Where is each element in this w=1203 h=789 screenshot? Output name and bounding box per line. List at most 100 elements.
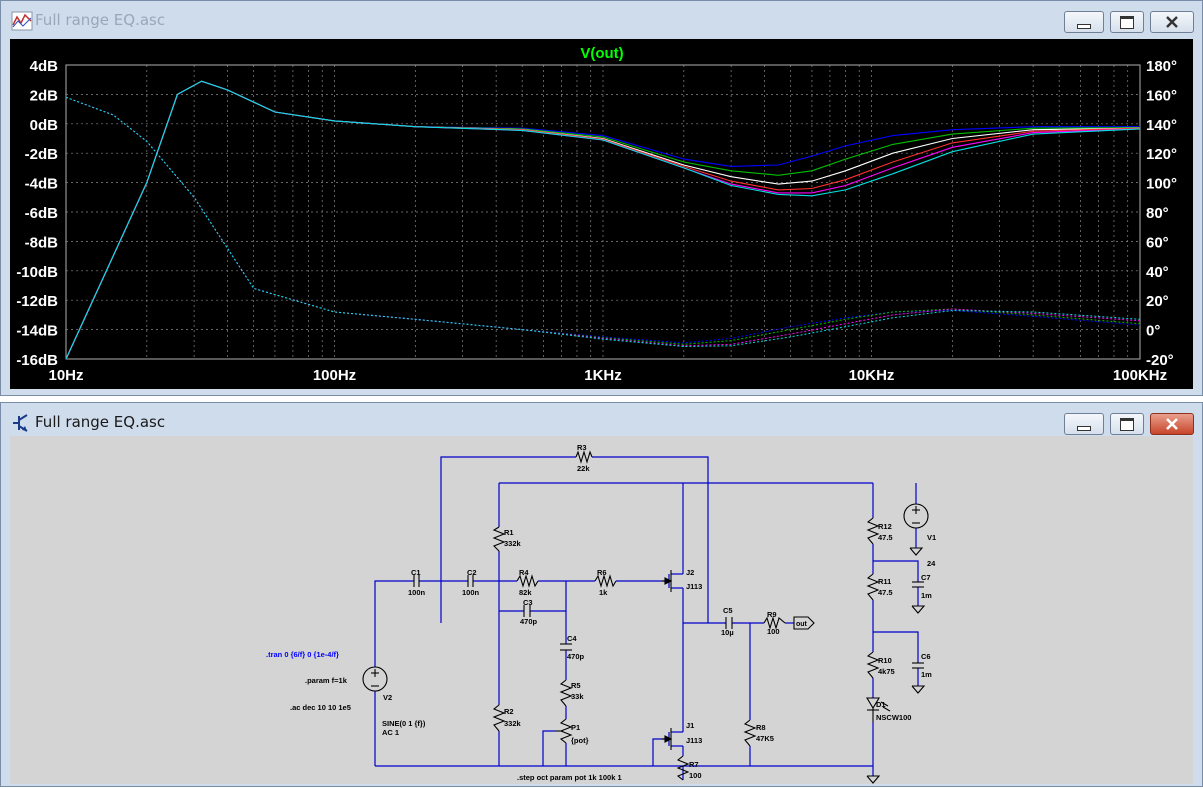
label-value: 47K5 bbox=[756, 734, 774, 743]
resistor-r2 bbox=[492, 704, 506, 732]
y-axis-left-tick-label: 0dB bbox=[30, 117, 59, 134]
label-value: J113 bbox=[686, 582, 702, 591]
label-ref: R4 bbox=[519, 568, 529, 577]
plot-frame bbox=[65, 64, 1141, 360]
label-value: 100n bbox=[408, 588, 426, 597]
label-ref: R2 bbox=[504, 707, 514, 716]
label-value: 470p bbox=[567, 652, 585, 661]
wires bbox=[374, 456, 919, 780]
schematic-window: Full range EQ.asc bbox=[0, 402, 1203, 787]
y-axis-left-tick-label: -14dB bbox=[16, 323, 58, 340]
label-ref: R7 bbox=[689, 760, 699, 769]
phase-series-line bbox=[65, 96, 1141, 348]
jfet-j1 bbox=[662, 728, 673, 750]
directive-step: .step oct param pot 1k 100k 1 bbox=[517, 773, 622, 782]
label-ref: V1 bbox=[927, 533, 936, 542]
capacitor-c6 bbox=[912, 662, 924, 669]
y-axis-right-tick-label: 140° bbox=[1146, 117, 1177, 134]
net-label-out: out bbox=[796, 621, 808, 628]
window-title: Full range EQ.asc bbox=[35, 413, 166, 431]
x-axis-tick-label: 10Hz bbox=[48, 367, 83, 384]
close-button[interactable] bbox=[1150, 413, 1194, 435]
transistor-icon bbox=[13, 414, 28, 432]
schematic-drawing[interactable]: R3 22k R1 332k R2 332k R4 82k R5 33k R6 … bbox=[10, 436, 1193, 784]
label-value: AC 1 bbox=[382, 728, 399, 737]
capacitor-c7 bbox=[912, 581, 924, 588]
y-axis-left-tick-label: 2dB bbox=[30, 87, 59, 104]
label-value: 100n bbox=[462, 588, 480, 597]
label-ref: R1 bbox=[504, 528, 514, 537]
label-ref: R6 bbox=[597, 568, 607, 577]
label-value: 22k bbox=[577, 464, 590, 473]
resistor-r4 bbox=[516, 574, 539, 588]
label-value: 10µ bbox=[721, 628, 734, 637]
x-axis-tick-label: 10KHz bbox=[849, 367, 895, 384]
trace-label[interactable]: V(out) bbox=[580, 45, 623, 62]
y-axis-right-tick-label: 160° bbox=[1146, 87, 1177, 104]
label-value: 1m bbox=[921, 591, 932, 600]
resistor-r7 bbox=[676, 755, 690, 781]
waveform-titlebar[interactable]: Full range EQ.asc bbox=[1, 1, 1202, 39]
minimize-button[interactable] bbox=[1064, 413, 1104, 435]
label-value: 470p bbox=[520, 617, 538, 626]
resistor-r10 bbox=[866, 651, 880, 679]
schematic-titlebar[interactable]: Full range EQ.asc bbox=[1, 403, 1202, 441]
net-label-out-flag bbox=[793, 616, 815, 630]
led-d1 bbox=[866, 697, 891, 722]
jfet-j2 bbox=[662, 570, 673, 592]
label-ref: R10 bbox=[878, 656, 892, 665]
maximize-button[interactable] bbox=[1110, 413, 1144, 435]
label-ref: C6 bbox=[921, 652, 931, 661]
label-value: J113 bbox=[686, 736, 702, 745]
capacitor-c4 bbox=[560, 643, 572, 651]
capacitor-c3 bbox=[523, 605, 531, 617]
close-icon bbox=[1166, 418, 1178, 430]
label-ref: R8 bbox=[756, 723, 766, 732]
y-axis-left-tick-label: -2dB bbox=[25, 146, 59, 163]
schematic-canvas[interactable]: R3 22k R1 332k R2 332k R4 82k R5 33k R6 … bbox=[10, 436, 1193, 784]
label-value: 33k bbox=[571, 692, 584, 701]
capacitor-c1 bbox=[413, 575, 420, 587]
ground-symbol bbox=[911, 685, 926, 694]
y-axis-right-tick-label: 0° bbox=[1146, 323, 1160, 340]
bode-plot[interactable]: 4dB2dB0dB-2dB-4dB-6dB-8dB-10dB-12dB-14dB… bbox=[10, 39, 1193, 389]
label-value: 100 bbox=[689, 771, 702, 780]
maximize-button[interactable] bbox=[1110, 11, 1144, 33]
label-ref: D1 bbox=[876, 700, 886, 709]
label-value: {pot} bbox=[571, 736, 589, 745]
magnitude-series-line bbox=[65, 80, 1141, 360]
minimize-icon bbox=[1077, 425, 1091, 431]
y-axis-right-tick-label: 60° bbox=[1146, 234, 1169, 251]
directive-ac: .ac dec 10 10 1e5 bbox=[290, 703, 351, 712]
label-value: SINE(0 1 {f}) bbox=[382, 719, 426, 728]
y-axis-left-tick-label: -4dB bbox=[25, 176, 59, 193]
label-ref: C2 bbox=[467, 568, 477, 577]
directive-tran: .tran 0 {6/f} 0 {1e-4/f} bbox=[266, 650, 339, 659]
minimize-button[interactable] bbox=[1064, 11, 1104, 33]
spice-directives[interactable]: .tran 0 {6/f} 0 {1e-4/f} .param f=1k .ac… bbox=[266, 650, 622, 782]
label-ref: R9 bbox=[767, 610, 777, 619]
ground-symbol bbox=[909, 547, 924, 556]
window-title: Full range EQ.asc bbox=[35, 11, 166, 29]
close-button[interactable] bbox=[1150, 11, 1194, 33]
resistor-r8 bbox=[743, 719, 757, 747]
y-axis-left-tick-label: 4dB bbox=[30, 58, 59, 75]
y-axis-right-tick-label: 120° bbox=[1146, 146, 1177, 163]
label-ref: C4 bbox=[567, 634, 577, 643]
label-ref: R5 bbox=[571, 681, 581, 690]
label-value: 82k bbox=[519, 588, 532, 597]
component-symbols bbox=[362, 450, 929, 784]
label-ref: P1 bbox=[571, 723, 580, 732]
voltage-source-v2 bbox=[362, 666, 388, 692]
label-ref: C1 bbox=[411, 568, 421, 577]
label-ref: V2 bbox=[383, 693, 392, 702]
voltage-source-v1 bbox=[903, 503, 929, 529]
x-axis-tick-label: 1KHz bbox=[584, 367, 622, 384]
label-value: 332k bbox=[504, 719, 522, 728]
maximize-icon bbox=[1120, 15, 1134, 29]
y-axis-right-tick-label: 40° bbox=[1146, 264, 1169, 281]
label-ref: J1 bbox=[686, 721, 694, 730]
capacitor-c2 bbox=[467, 575, 474, 587]
